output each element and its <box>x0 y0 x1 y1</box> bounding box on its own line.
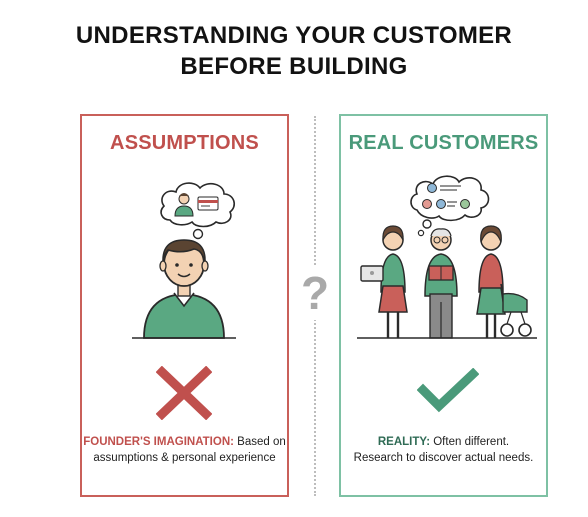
assumptions-caption: FOUNDER'S IMAGINATION: Based on assumpti… <box>82 434 287 466</box>
assumptions-caption-label: FOUNDER'S IMAGINATION: <box>83 436 234 448</box>
real-customers-caption-line2: Research to discover actual needs. <box>353 452 534 464</box>
thought-bubble-icon <box>160 182 236 248</box>
real-customers-caption-label: REALITY: <box>377 436 431 448</box>
research-bubble-icon <box>410 175 490 237</box>
founder-person-icon <box>132 239 236 339</box>
assumptions-caption-line1: Based on <box>233 436 286 448</box>
real-customers-caption-line1: Often different. <box>430 436 510 448</box>
customers-illustration <box>357 175 537 339</box>
title-line-2: BEFORE BUILDING <box>180 53 408 80</box>
real-customers-caption: REALITY: Often different. Research to di… <box>341 434 546 466</box>
real-customers-panel: REAL CUSTOMERS <box>339 114 548 497</box>
title-line-1: UNDERSTANDING YOUR CUSTOMER <box>75 22 513 49</box>
page-title: UNDERSTANDING YOUR CUSTOMER BEFORE BUILD… <box>0 20 588 82</box>
elderly-man-icon <box>424 228 458 339</box>
woman-stroller-icon <box>476 225 532 338</box>
question-mark-icon: ? <box>296 266 334 320</box>
woman-laptop-icon <box>360 225 408 338</box>
x-mark-icon <box>156 366 212 420</box>
real-customers-heading: REAL CUSTOMERS <box>348 132 539 154</box>
assumptions-caption-line2: assumptions & personal experience <box>93 452 276 464</box>
check-mark-icon <box>417 368 479 413</box>
assumptions-heading: ASSUMPTIONS <box>110 132 259 154</box>
founder-illustration <box>132 182 236 339</box>
assumptions-panel: ASSUMPTIONS <box>80 114 289 497</box>
